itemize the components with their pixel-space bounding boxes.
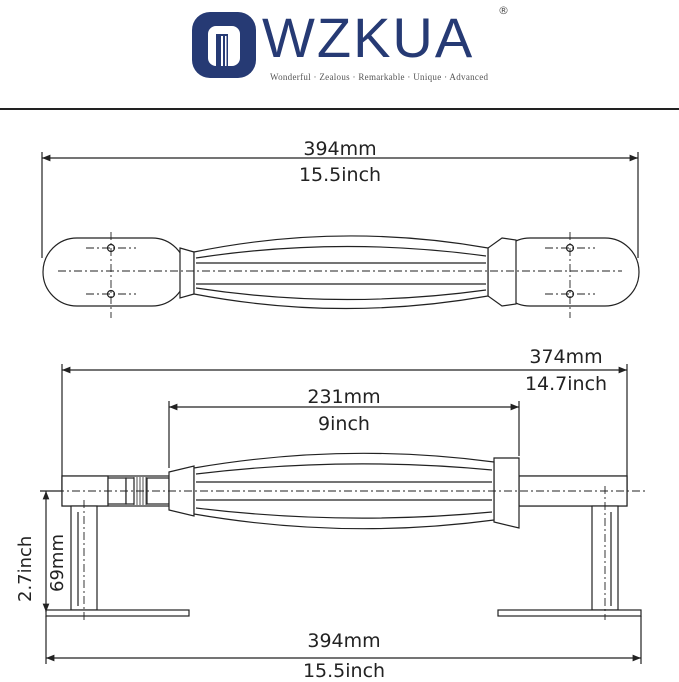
- side-centerlines: [40, 486, 645, 620]
- side-height-mm-label: 69mm: [47, 534, 68, 592]
- side-right-ferrule: [493, 457, 520, 529]
- side-base-mm-label: 394mm: [307, 630, 381, 652]
- side-base-inch-label: 15.5inch: [302, 660, 386, 682]
- side-right-base: [497, 609, 642, 617]
- side-center-mm-label: 374mm: [529, 346, 603, 368]
- top-view-handle: [41, 152, 640, 310]
- header-divider: [0, 108, 679, 110]
- side-grip-inch-label: 9inch: [318, 413, 370, 435]
- brand-name: WZKUA: [262, 6, 475, 69]
- brand-emblem-icon: [192, 12, 256, 78]
- top-grip-body: [193, 235, 489, 310]
- top-left-ferrule: [179, 247, 195, 299]
- side-left-base: [45, 609, 190, 617]
- side-center-inch-label: 14.7inch: [524, 373, 608, 395]
- top-centerlines: [58, 232, 622, 318]
- brand-logo: WZKUA ® Wonderful · Zealous · Remarkable…: [190, 4, 520, 86]
- side-view-handle: [40, 364, 642, 664]
- side-grip-mm-label: 231mm: [307, 386, 381, 408]
- top-overall-mm-label: 394mm: [303, 138, 377, 160]
- registered-mark: ®: [498, 4, 509, 17]
- top-overall-inch-label: 15.5inch: [298, 164, 382, 186]
- side-left-ferrule: [168, 465, 195, 517]
- side-height-inch-label: 2.7inch: [15, 535, 36, 602]
- top-right-ferrule: [487, 237, 517, 307]
- brand-tagline: Wonderful · Zealous · Remarkable · Uniqu…: [270, 72, 489, 82]
